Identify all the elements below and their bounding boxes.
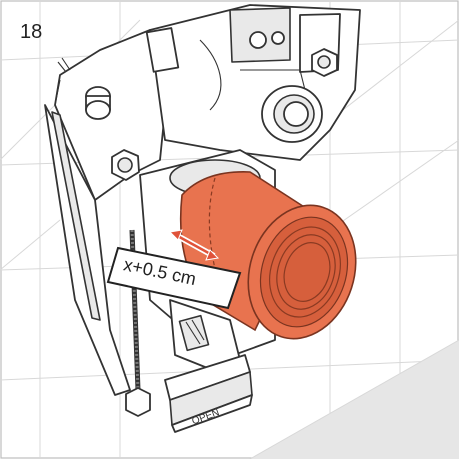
dimension-label-box <box>106 246 242 310</box>
arrow-head-right <box>205 249 220 261</box>
lower-bracket <box>169 299 241 376</box>
arrow-head-left <box>168 229 183 241</box>
fixing-nut-left <box>111 149 140 181</box>
dimension-callout: x+0.5 cm <box>106 246 242 310</box>
valve-port <box>261 85 323 143</box>
fixing-nut-right <box>311 48 338 77</box>
adjuster-cylinder <box>85 86 111 120</box>
step-number: 18 <box>20 21 42 43</box>
base-plate: OPEN <box>164 354 253 433</box>
mounting-frame <box>44 29 171 396</box>
adjustment-arrow <box>168 229 220 261</box>
